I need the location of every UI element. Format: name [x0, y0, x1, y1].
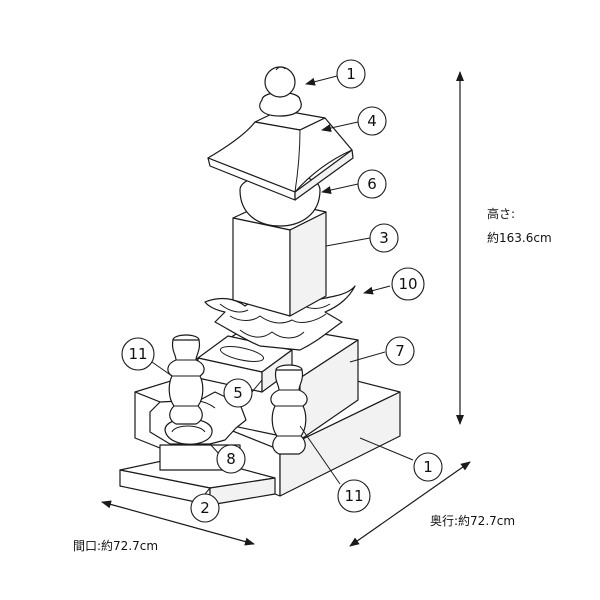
svg-text:1: 1 [423, 458, 433, 476]
leader-2 [204, 487, 211, 495]
callout-4: 4 [357, 106, 387, 136]
callout-2: 2 [190, 493, 220, 523]
callout-9: 1 [336, 59, 366, 89]
leader-5 [251, 379, 263, 393]
width-label: 間口:約72.7cm [73, 539, 159, 553]
leader-3 [325, 237, 371, 247]
leader-11-left [151, 361, 173, 377]
leader-6 [321, 183, 359, 194]
leader-7 [349, 351, 386, 363]
leader-11-right [299, 425, 341, 485]
roof-4 [207, 109, 354, 201]
depth-label: 奥行:約72.7cm [430, 514, 516, 528]
svg-text:2: 2 [200, 499, 210, 517]
callout-6: 6 [357, 169, 387, 199]
callout-1: 1 [413, 452, 443, 482]
svg-text:7: 7 [395, 342, 405, 360]
svg-text:1: 1 [346, 65, 356, 83]
leader-1 [359, 437, 414, 461]
height-value: 約163.6cm [487, 231, 552, 245]
leader-10 [363, 285, 391, 295]
height-label: 高さ: [487, 207, 516, 221]
svg-text:11: 11 [128, 345, 147, 363]
callout-11-left: 11 [121, 337, 155, 371]
leader-4 [321, 121, 359, 132]
callout-5: 5 [223, 378, 253, 408]
svg-text:5: 5 [233, 384, 243, 402]
front-step-2 [119, 454, 276, 506]
svg-text:3: 3 [379, 229, 389, 247]
svg-text:11: 11 [344, 487, 363, 505]
svg-text:6: 6 [367, 175, 377, 193]
callout-7: 7 [385, 336, 415, 366]
lantern-pillar-right [270, 364, 308, 455]
finial-9 [259, 66, 302, 117]
lantern-pillar-left [167, 334, 205, 425]
svg-text:8: 8 [226, 450, 236, 468]
width-dimension-arrow [101, 500, 255, 546]
leader-lines [151, 75, 414, 495]
depth-dimension-arrow [349, 461, 471, 547]
callout-11-right: 11 [337, 479, 371, 513]
svg-text:4: 4 [367, 112, 377, 130]
leader-9 [305, 75, 338, 86]
callout-8: 8 [216, 444, 246, 474]
svg-text:10: 10 [398, 275, 417, 293]
callout-3: 3 [369, 223, 399, 253]
callout-10: 10 [391, 267, 425, 301]
